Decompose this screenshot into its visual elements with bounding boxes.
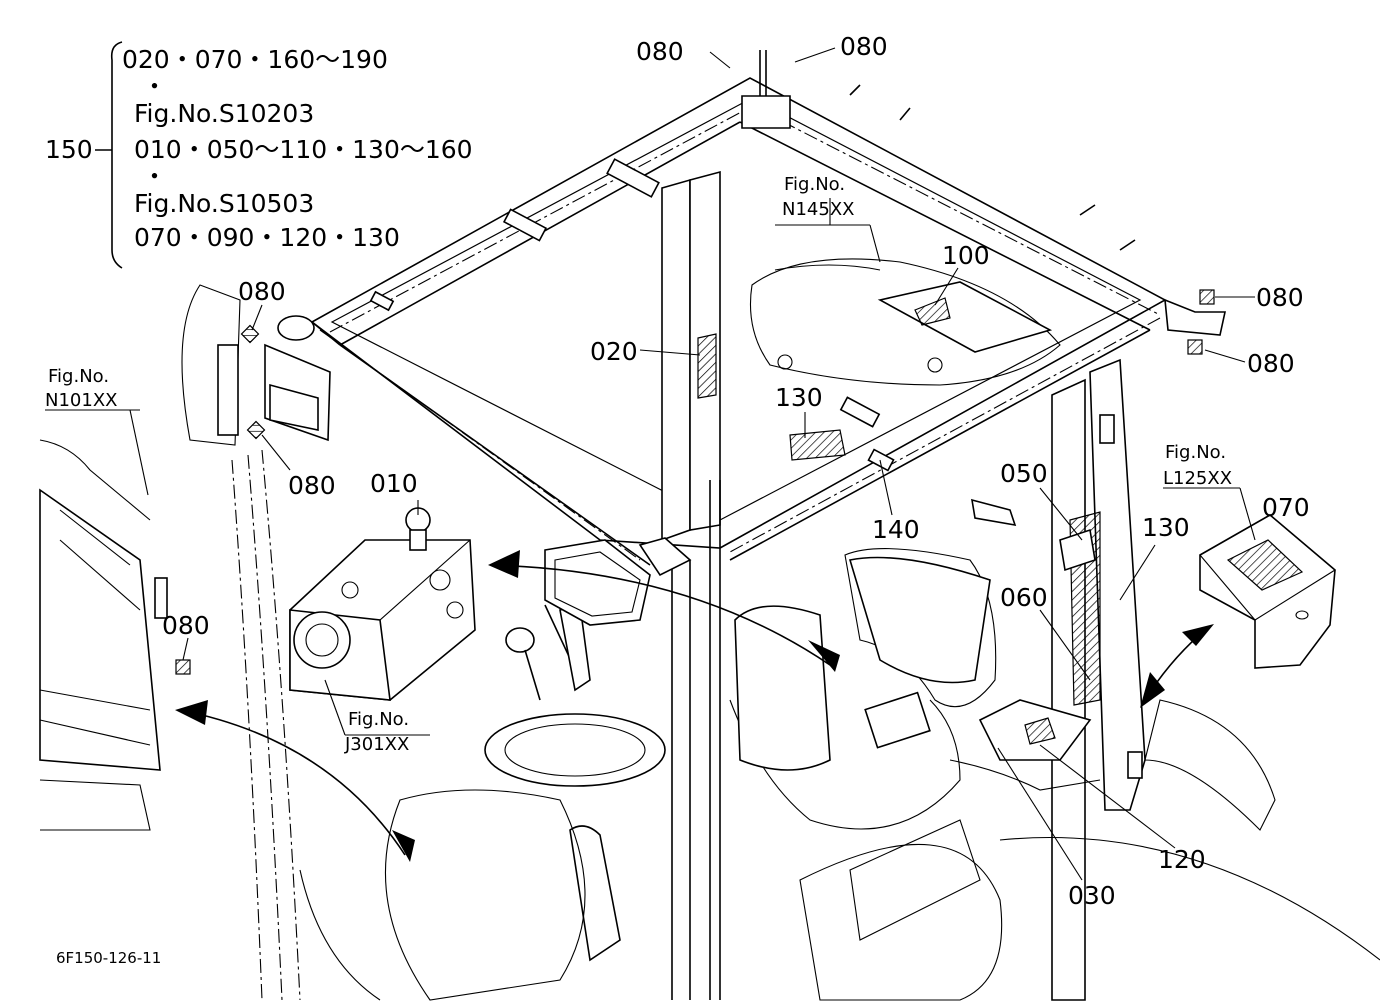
part-label-140: 140 (872, 515, 920, 544)
bracket-line-6: Fig.No.S10503 (134, 189, 314, 218)
roof-trim-panel (749, 258, 1061, 386)
part-label-080-left-upper: 080 (238, 277, 286, 306)
bracket-line-3: Fig.No.S10203 (134, 99, 314, 128)
part-label-080-left-mid: 080 (288, 471, 336, 500)
part-label-080-left-lower: 080 (162, 611, 210, 640)
part-label-080-right-lower: 080 (1247, 349, 1295, 378)
bracket-callout: 150 020・070・160～190 ・ Fig.No.S10203 010・… (45, 45, 473, 252)
part-label-080-top-right: 080 (840, 32, 888, 61)
part-label-100: 100 (942, 241, 990, 270)
bracket-line-4: 010・050～110・130～160 (134, 135, 473, 164)
part-label-050: 050 (1000, 459, 1048, 488)
figure-references: Fig.No. N145XX Fig.No. N101XX Fig.No. J3… (45, 174, 1232, 755)
front-posts (231, 449, 721, 1001)
part-label-130-right: 130 (1142, 513, 1190, 542)
part-label-070: 070 (1262, 493, 1310, 522)
part-label-080-top-left: 080 (636, 37, 684, 66)
part-label-120: 120 (1158, 845, 1206, 874)
bracket-line-5: ・ (142, 162, 167, 191)
fig-ref-j301-line2: J301XX (344, 734, 409, 755)
rear-cover (1199, 514, 1336, 669)
part-number-labels: 080 080 080 080 080 080 080 100 020 130 … (162, 32, 1310, 910)
part-label-020: 020 (590, 337, 638, 366)
bracket-line-2: ・ (142, 72, 167, 101)
part-label-010: 010 (370, 469, 418, 498)
part-label-030: 030 (1068, 881, 1116, 910)
roof-frame (310, 50, 1226, 566)
leader-lines (45, 41, 1256, 881)
fig-ref-j301-line1: Fig.No. (348, 709, 409, 730)
fig-ref-l125-line2: L125XX (1163, 468, 1232, 489)
fig-ref-n145-line1: Fig.No. (784, 174, 845, 195)
operator-area (299, 429, 1380, 1001)
bracket-line-1: 020・070・160～190 (122, 45, 388, 74)
fig-ref-l125-line1: Fig.No. (1165, 442, 1226, 463)
valve-block (289, 507, 476, 701)
part-label-080-right-upper: 080 (1256, 283, 1304, 312)
part-label-130-center: 130 (775, 383, 823, 412)
fig-ref-n145-line2: N145XX (782, 199, 854, 220)
work-light-left (181, 284, 331, 446)
left-door (39, 439, 191, 831)
bracket-line-7: 070・090・120・130 (134, 223, 400, 252)
drawing-code: 6F150-126-11 (56, 949, 161, 967)
fig-ref-n101-line2: N101XX (45, 390, 117, 411)
part-label-060: 060 (1000, 583, 1048, 612)
callout-arrows (175, 550, 1214, 862)
label-150: 150 (45, 135, 93, 164)
fig-ref-n101-line1: Fig.No. (48, 366, 109, 387)
